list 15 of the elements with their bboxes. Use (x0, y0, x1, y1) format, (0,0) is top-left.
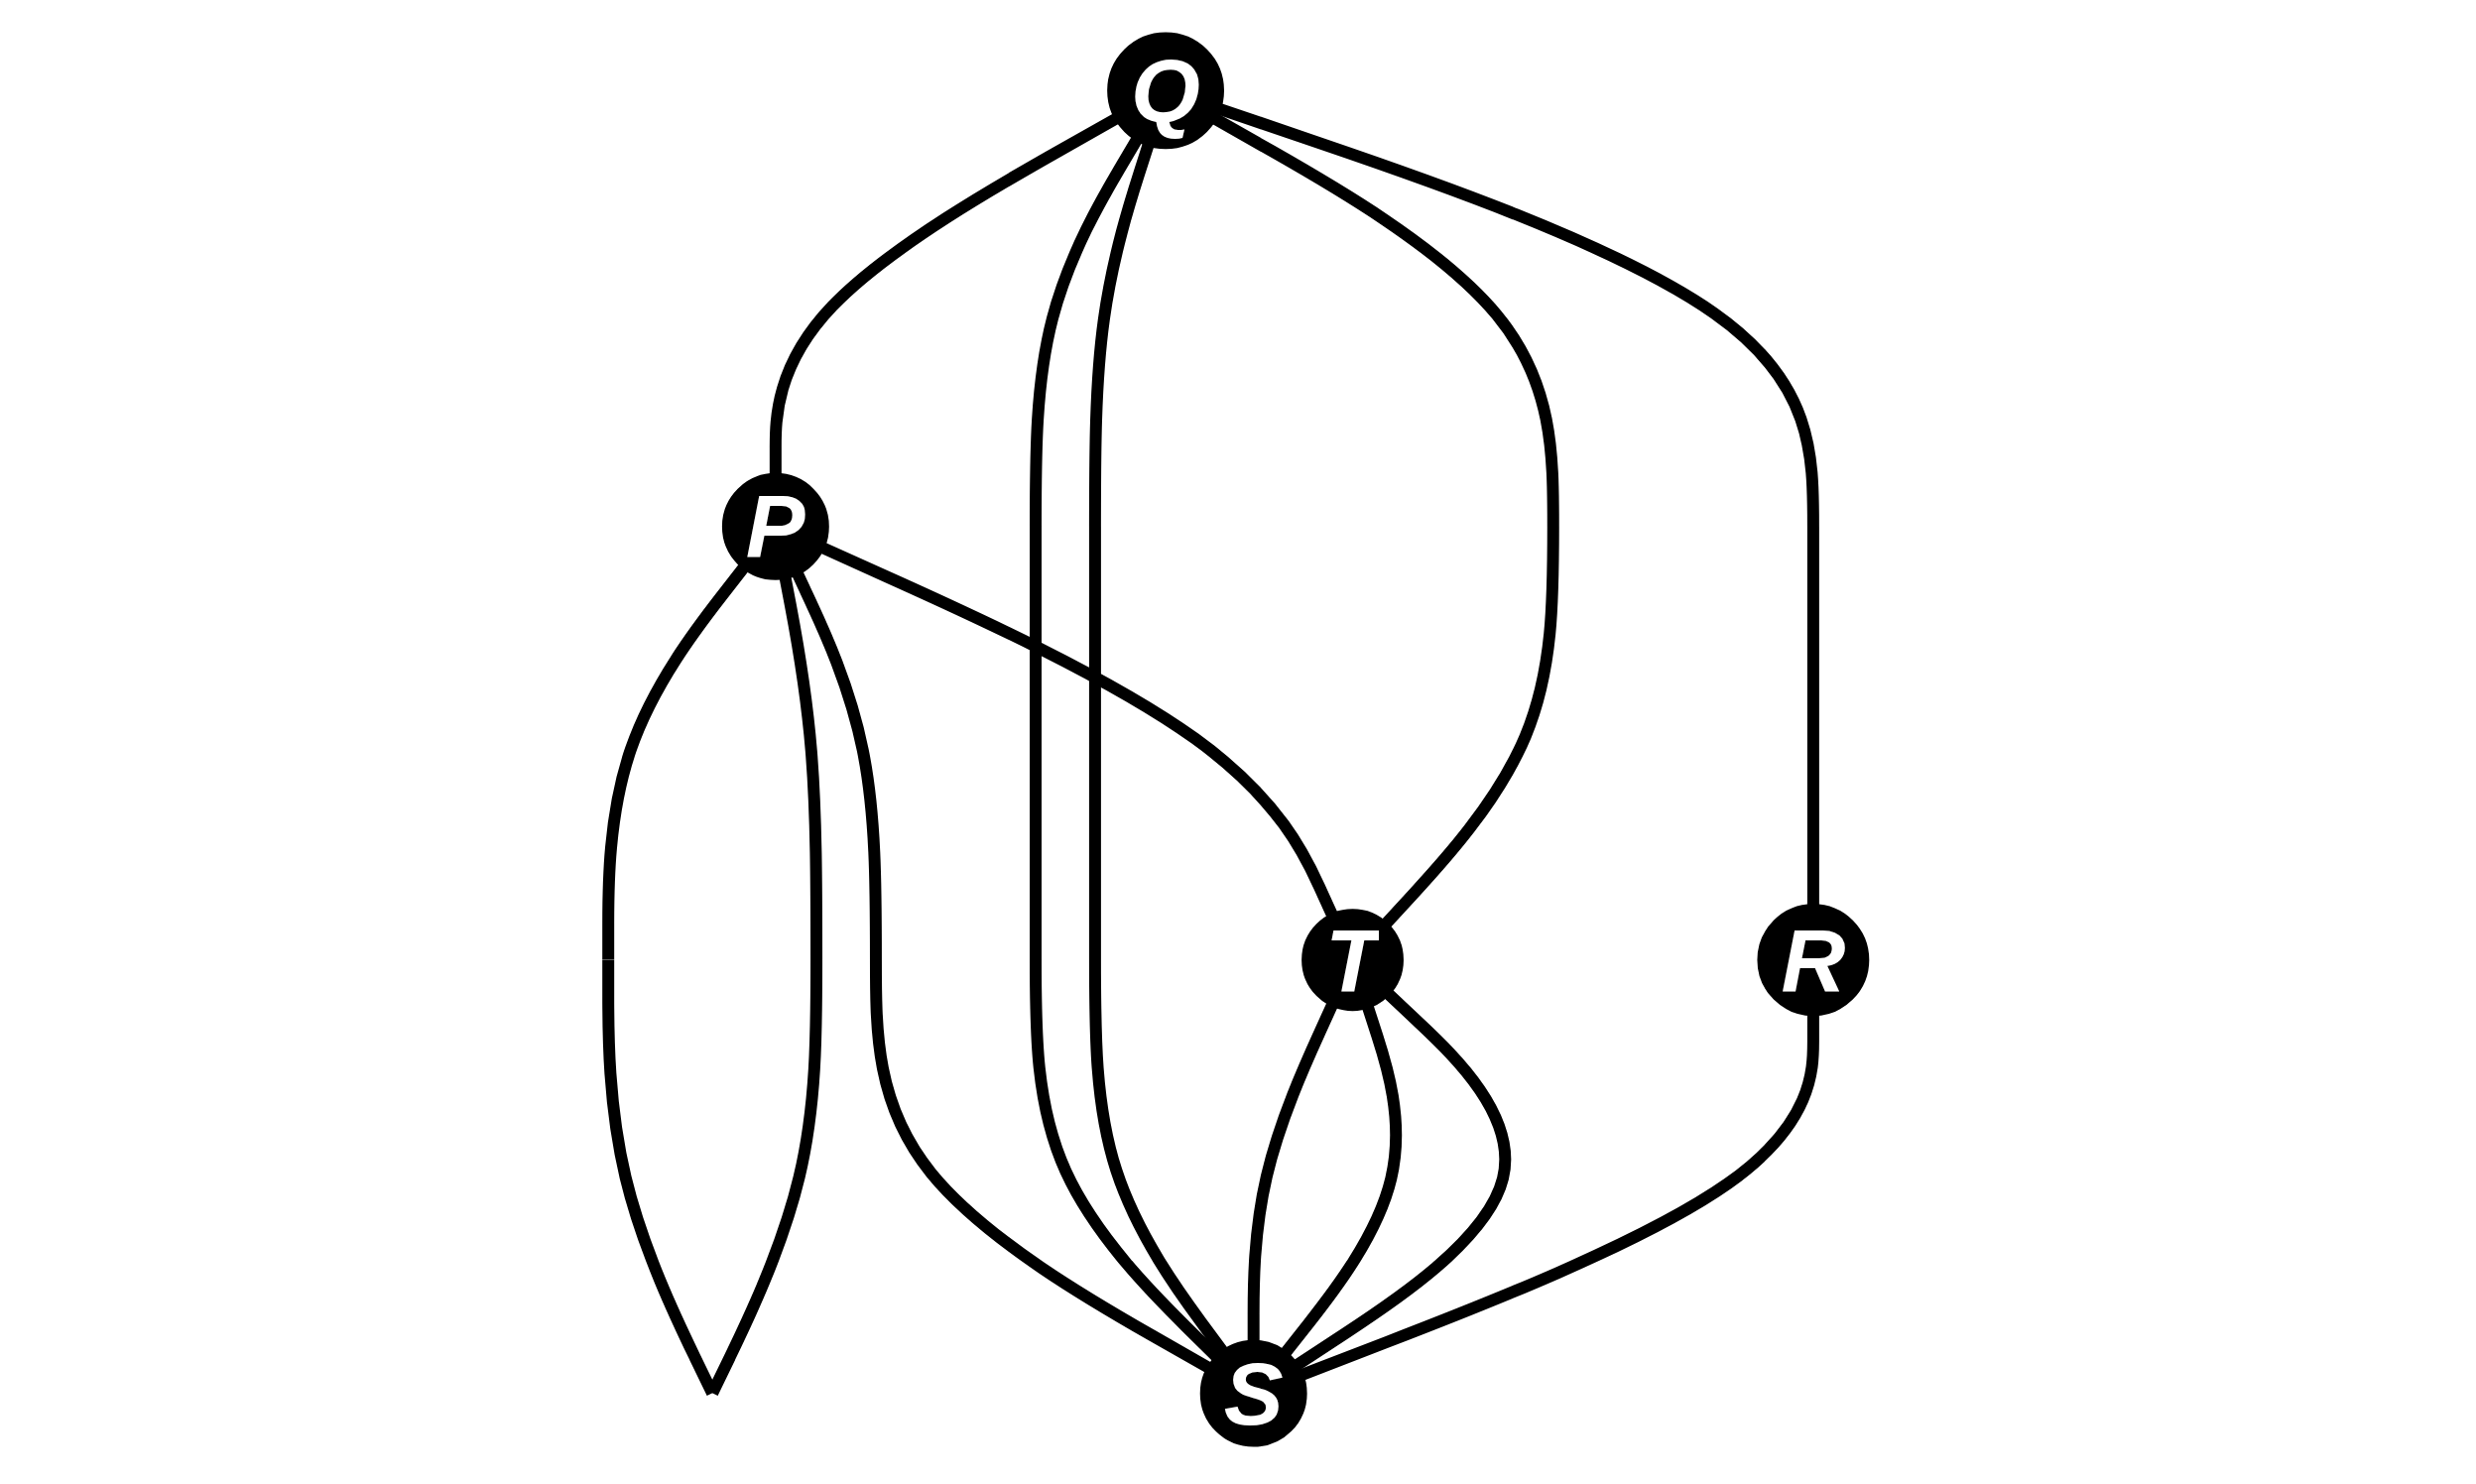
connector (820, 542, 1338, 918)
connector (1247, 1002, 1338, 1342)
connector (1212, 113, 1559, 928)
node-circle: S (1199, 1339, 1307, 1447)
node-circle: P (721, 472, 829, 580)
node-circle: R (1757, 904, 1870, 1017)
connector (1300, 1014, 1819, 1381)
connector (769, 113, 1119, 475)
connector (1294, 989, 1512, 1370)
node-circle: Q (1107, 32, 1224, 150)
node-circle: T (1301, 909, 1404, 1012)
connector (1217, 103, 1819, 906)
connector (792, 570, 1212, 1373)
connector (1088, 143, 1228, 1355)
connector (1281, 1005, 1403, 1357)
